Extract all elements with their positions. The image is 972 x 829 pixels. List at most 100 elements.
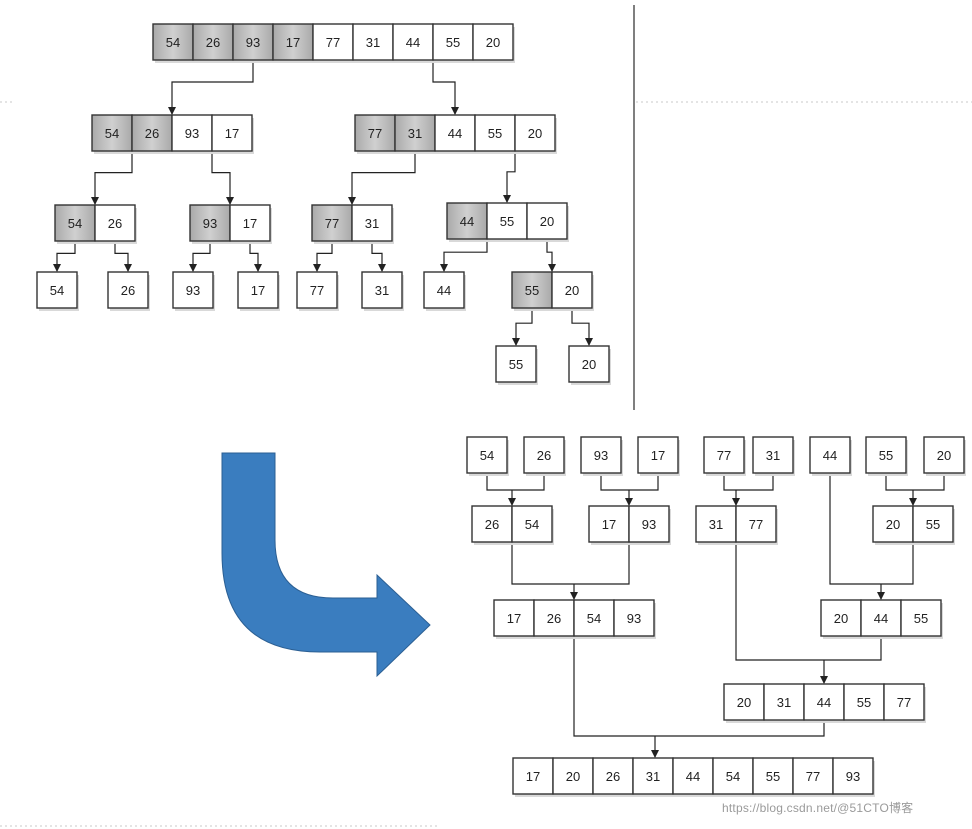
array-cell: [865, 436, 907, 474]
array-cell: [107, 271, 149, 309]
array-cell: [568, 345, 610, 383]
array-cell-value: 77: [326, 35, 340, 50]
array-cell: [495, 345, 537, 383]
connector-line: [829, 473, 914, 585]
array-cell: [474, 114, 516, 152]
array-cell-value: 77: [897, 695, 911, 710]
watermark-text: https://blog.csdn.net/@51CTO博客: [722, 801, 914, 815]
array-cell: [94, 204, 136, 242]
array-cell-value: 55: [446, 35, 460, 50]
array-cell-value: 55: [488, 126, 502, 141]
array-cell-value: 54: [105, 126, 119, 141]
array-cell-value: 26: [121, 283, 135, 298]
array-cell-value: 77: [806, 769, 820, 784]
array-cell-value: 20: [540, 214, 554, 229]
array-cell-value: 93: [594, 448, 608, 463]
array-cell-value: 31: [777, 695, 791, 710]
merge-array-group: 31 77: [695, 505, 778, 545]
array-cell-value: 17: [286, 35, 300, 50]
array-cell-value: 31: [766, 448, 780, 463]
array-cell: [613, 599, 655, 637]
array-cell-value: 55: [766, 769, 780, 784]
merge-array-group: 77: [703, 436, 746, 476]
array-cell-value: 17: [243, 216, 257, 231]
array-cell: [637, 436, 679, 474]
array-cell-value: 55: [525, 283, 539, 298]
array-cell: [809, 436, 851, 474]
merge-array-group: 55: [865, 436, 908, 476]
connector-line: [114, 241, 132, 272]
array-cell: [351, 204, 393, 242]
array-cell-value: 77: [368, 126, 382, 141]
array-cell: [628, 505, 670, 543]
connector-line: [486, 473, 545, 491]
split-array-group: 20: [568, 345, 611, 385]
array-cell-value: 93: [627, 611, 641, 626]
connector-line: [512, 308, 533, 346]
split-array-group: 44: [423, 271, 466, 311]
connector-line: [511, 542, 630, 585]
array-cell: [423, 271, 465, 309]
array-cell-value: 26: [606, 769, 620, 784]
array-cell: [36, 271, 78, 309]
array-cell: [361, 271, 403, 309]
array-cell: [695, 505, 737, 543]
array-cell-value: 44: [686, 769, 700, 784]
merge-array-group: 93: [580, 436, 623, 476]
array-cell-value: 77: [749, 517, 763, 532]
array-cell-value: 31: [375, 283, 389, 298]
array-cell-value: 54: [68, 216, 82, 231]
array-cell: [752, 436, 794, 474]
array-cell-value: 77: [310, 283, 324, 298]
array-cell-value: 55: [857, 695, 871, 710]
array-cell-value: 31: [408, 126, 422, 141]
array-cell-value: 26: [537, 448, 551, 463]
array-cell-value: 20: [566, 769, 580, 784]
array-cell: [900, 599, 942, 637]
array-cell-value: 93: [846, 769, 860, 784]
array-cell: [311, 204, 353, 242]
connector-line: [53, 241, 76, 272]
split-array-group: 31: [361, 271, 404, 311]
connector-lines: [53, 60, 945, 758]
array-cell: [552, 757, 594, 795]
array-cell-value: 55: [926, 517, 940, 532]
connector-line: [168, 60, 254, 115]
array-cell-value: 44: [406, 35, 420, 50]
array-cell: [466, 436, 508, 474]
array-cell-value: 54: [166, 35, 180, 50]
array-cell: [512, 757, 554, 795]
split-array-group: 55: [495, 345, 538, 385]
array-cell-value: 31: [366, 35, 380, 50]
array-cell-value: 17: [507, 611, 521, 626]
array-cell: [296, 271, 338, 309]
merge-array-group: 20: [923, 436, 966, 476]
array-cell: [872, 505, 914, 543]
array-cell-value: 44: [460, 214, 474, 229]
array-cell: [229, 204, 271, 242]
array-cell: [434, 114, 476, 152]
merge-array-group: 26: [523, 436, 566, 476]
array-cell-value: 31: [709, 517, 723, 532]
array-cell-value: 26: [206, 35, 220, 50]
array-cell: [511, 505, 553, 543]
array-cell-value: 17: [251, 283, 265, 298]
array-cell-value: 17: [602, 517, 616, 532]
array-cell-value: 54: [50, 283, 64, 298]
array-cell-value: 20: [886, 517, 900, 532]
connector-line: [503, 151, 516, 203]
connector-line: [440, 239, 488, 272]
array-cell-value: 54: [480, 448, 494, 463]
connector-line: [313, 241, 333, 272]
array-cell-value: 26: [145, 126, 159, 141]
connector-line: [371, 241, 386, 272]
